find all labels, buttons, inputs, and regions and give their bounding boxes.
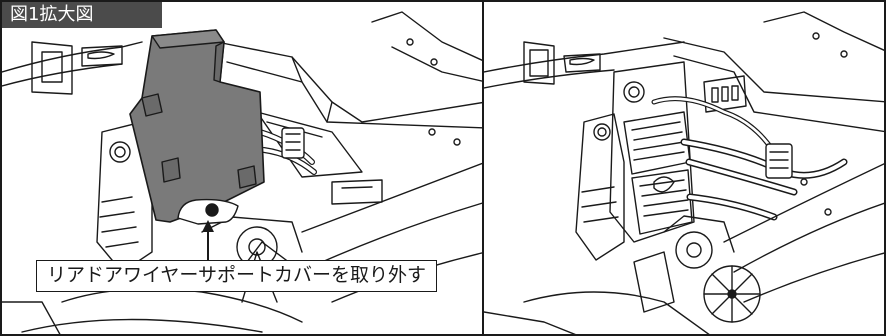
left-line-drawing [2, 11, 482, 334]
callout-label: リアドアワイヤーサポートカバーを取り外す [36, 260, 438, 292]
right-diagram-panel [482, 0, 886, 336]
header-label: 図1拡大図 [2, 2, 162, 28]
right-line-drawing [484, 11, 884, 334]
left-diagram-panel: 図1拡大図 リアドアワイヤーサポートカバーを取り外す [0, 0, 484, 336]
arrow-head [202, 220, 214, 232]
